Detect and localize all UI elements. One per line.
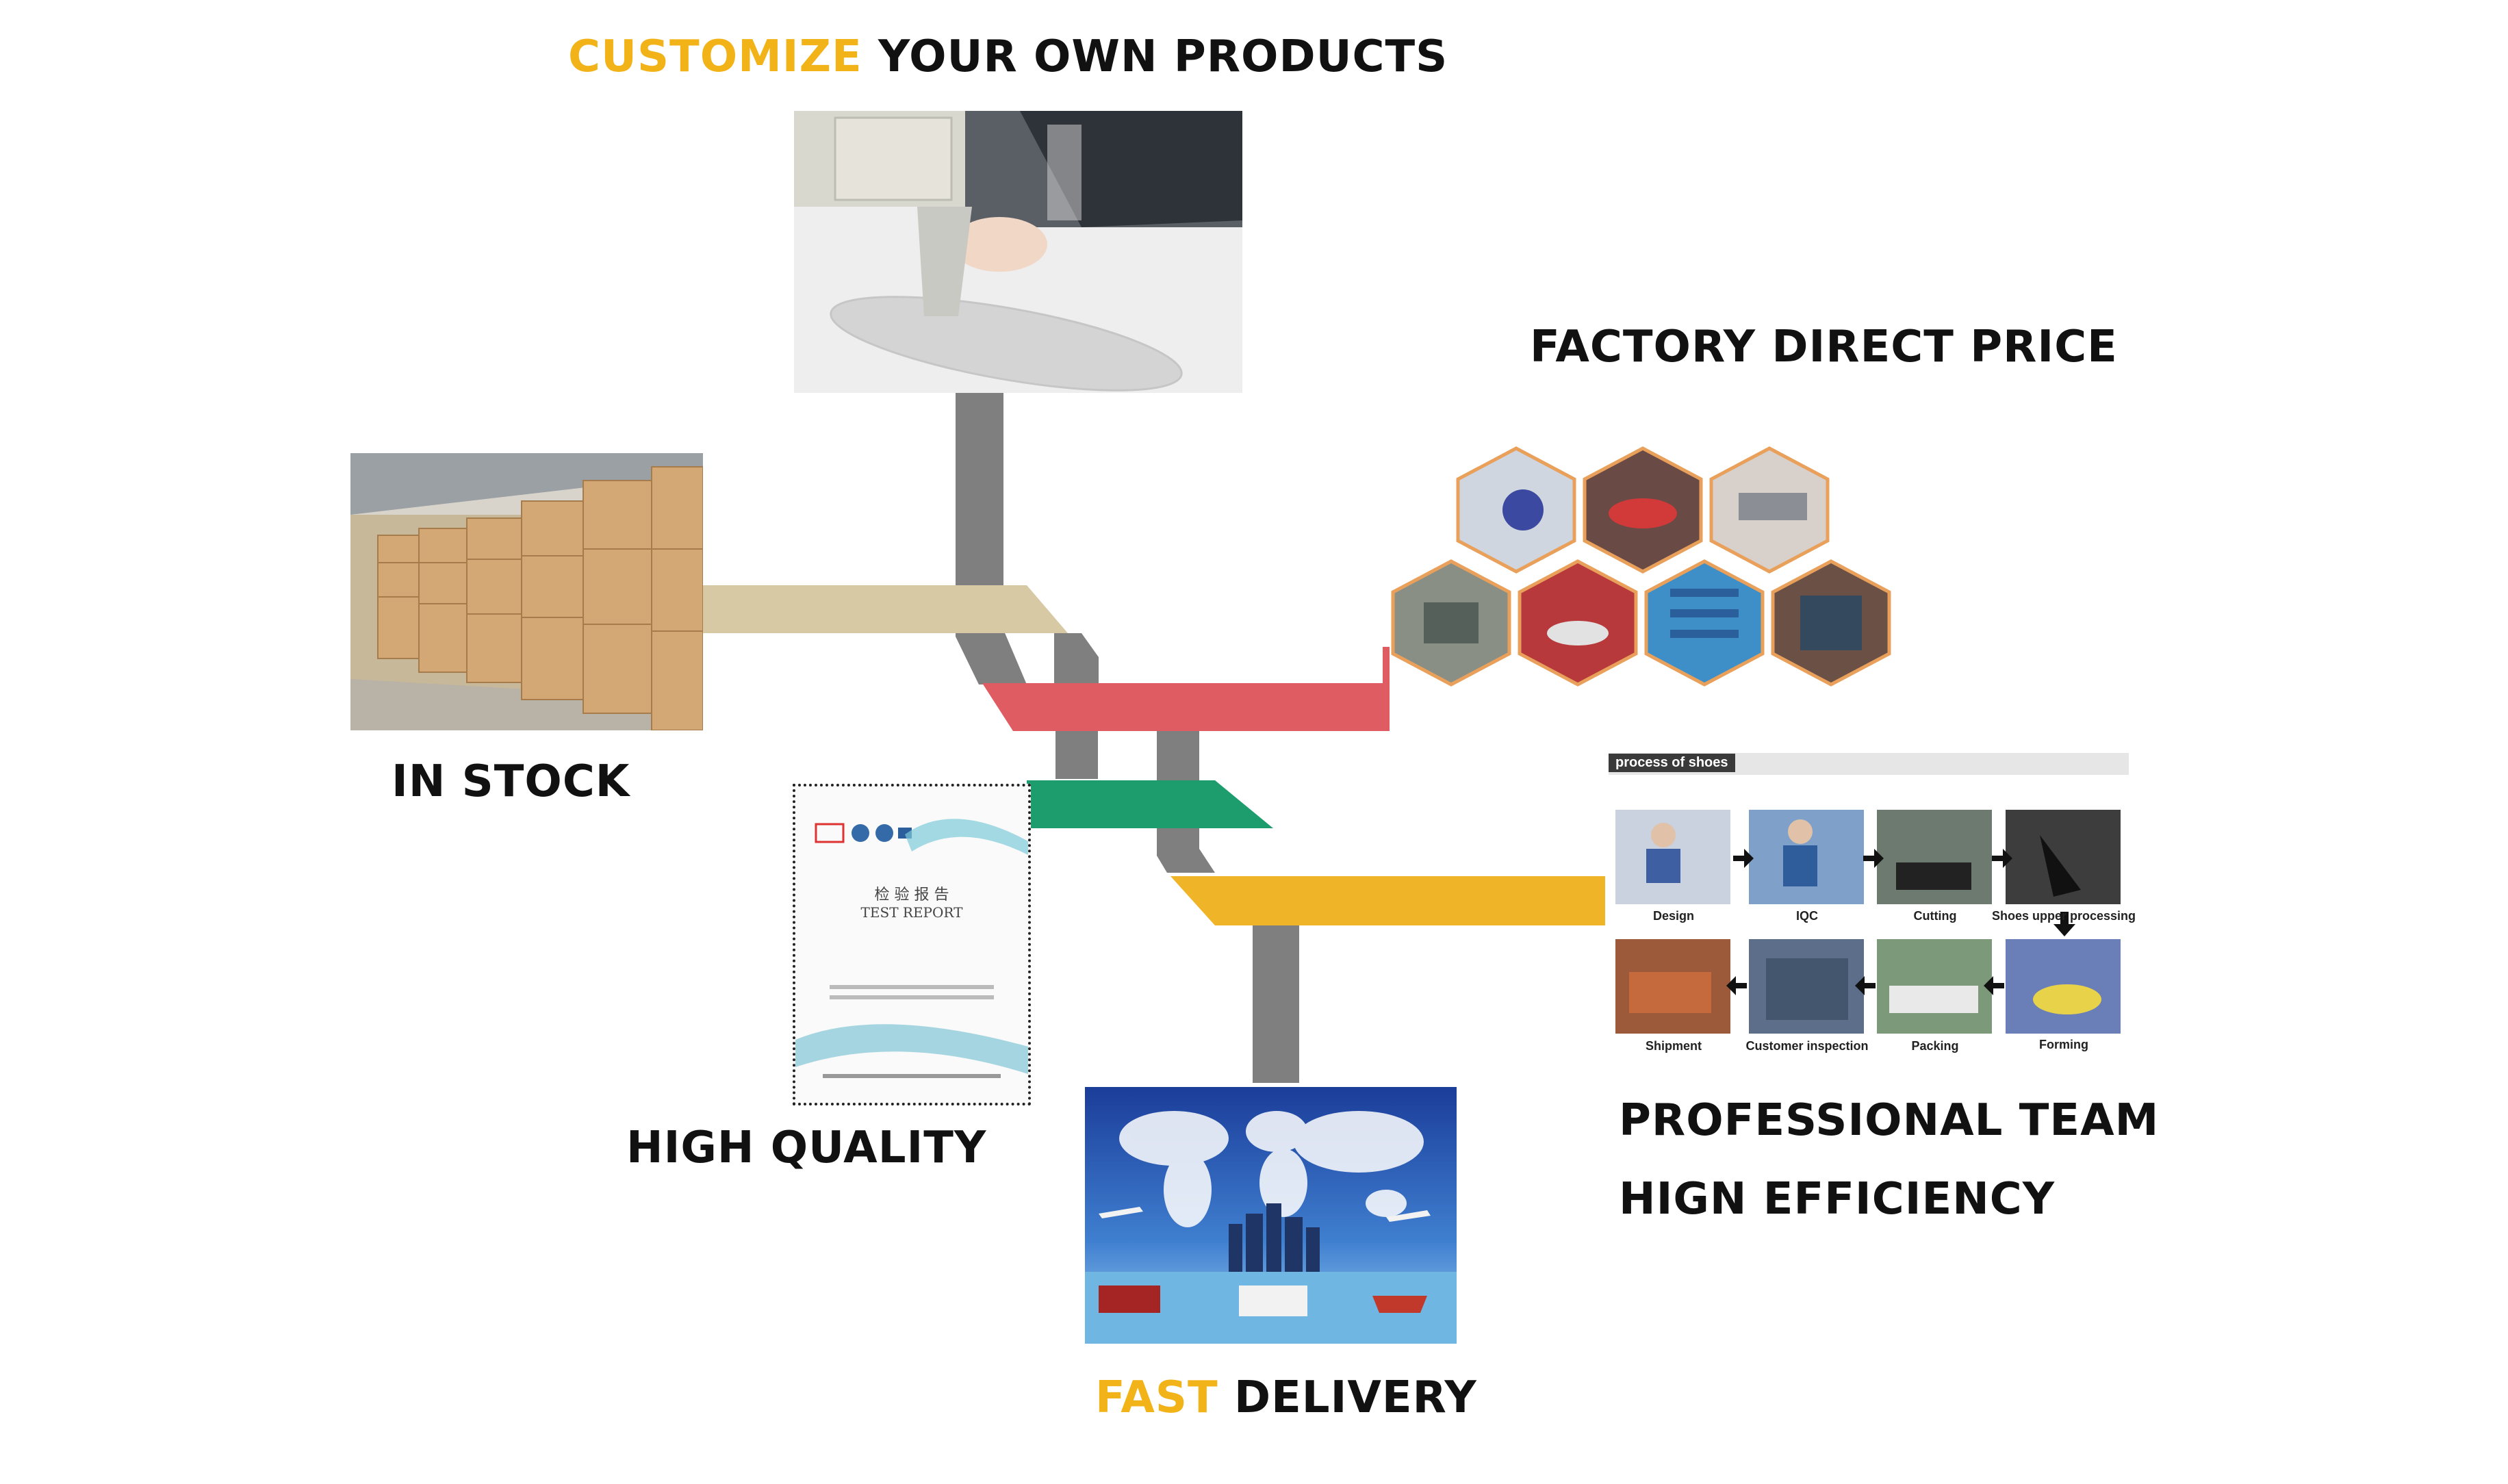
sewing-photo — [794, 111, 1242, 393]
test-report-document: 检 验 报 告 TEST REPORT — [793, 784, 1031, 1105]
report-title-en: TEST REPORT — [860, 904, 963, 921]
warehouse-photo — [350, 453, 703, 730]
ribbon-gray-mid — [1054, 633, 1099, 685]
title-high-quality: HIGH QUALITY — [626, 1123, 987, 1173]
step-label-forming: Forming — [2039, 1038, 2088, 1051]
step-label-packing: Packing — [1911, 1039, 1959, 1053]
fast-rest: DELIVERY — [1218, 1372, 1477, 1423]
step-label-inspection: Customer inspection — [1745, 1039, 1869, 1053]
title-professional-team: PROFESSIONAL TEAM — [1619, 1095, 2160, 1146]
ribbon-gray-top — [956, 390, 1027, 685]
ribbon-gray-delivery — [1253, 925, 1299, 1083]
ribbon-yellow-team — [1170, 876, 1605, 925]
ribbon-green-quality — [1027, 780, 1273, 828]
customize-rest: YOUR OWN PRODUCTS — [862, 31, 1448, 82]
step-label-upper: Shoes upper processing — [1991, 909, 2136, 923]
ribbon-red-factory — [982, 647, 1390, 731]
title-fast-delivery: FAST DELIVERY — [1095, 1372, 1477, 1423]
step-label-iqc: IQC — [1795, 909, 1818, 923]
customize-accent: CUSTOMIZE — [568, 31, 862, 82]
ribbon-gray-a — [1055, 731, 1098, 779]
delivery-world-photo — [1085, 1087, 1457, 1344]
title-customize: CUSTOMIZE YOUR OWN PRODUCTS — [568, 31, 1448, 82]
title-in-stock: IN STOCK — [392, 756, 630, 807]
step-label-design: Design — [1652, 909, 1694, 923]
title-factory-direct-price: FACTORY DIRECT PRICE — [1530, 322, 2118, 372]
report-title-cn: 检 验 报 告 — [874, 886, 949, 904]
ribbon-gray-c — [1157, 828, 1215, 873]
step-label-cutting: Cutting — [1913, 909, 1957, 923]
title-high-efficiency: HIGN EFFICIENCY — [1619, 1174, 2056, 1225]
process-header-tag: process of shoes — [1609, 754, 1735, 772]
ribbon-tan-stock — [698, 585, 1068, 633]
step-label-shipment: Shipment — [1645, 1039, 1702, 1053]
fast-accent: FAST — [1095, 1372, 1218, 1423]
